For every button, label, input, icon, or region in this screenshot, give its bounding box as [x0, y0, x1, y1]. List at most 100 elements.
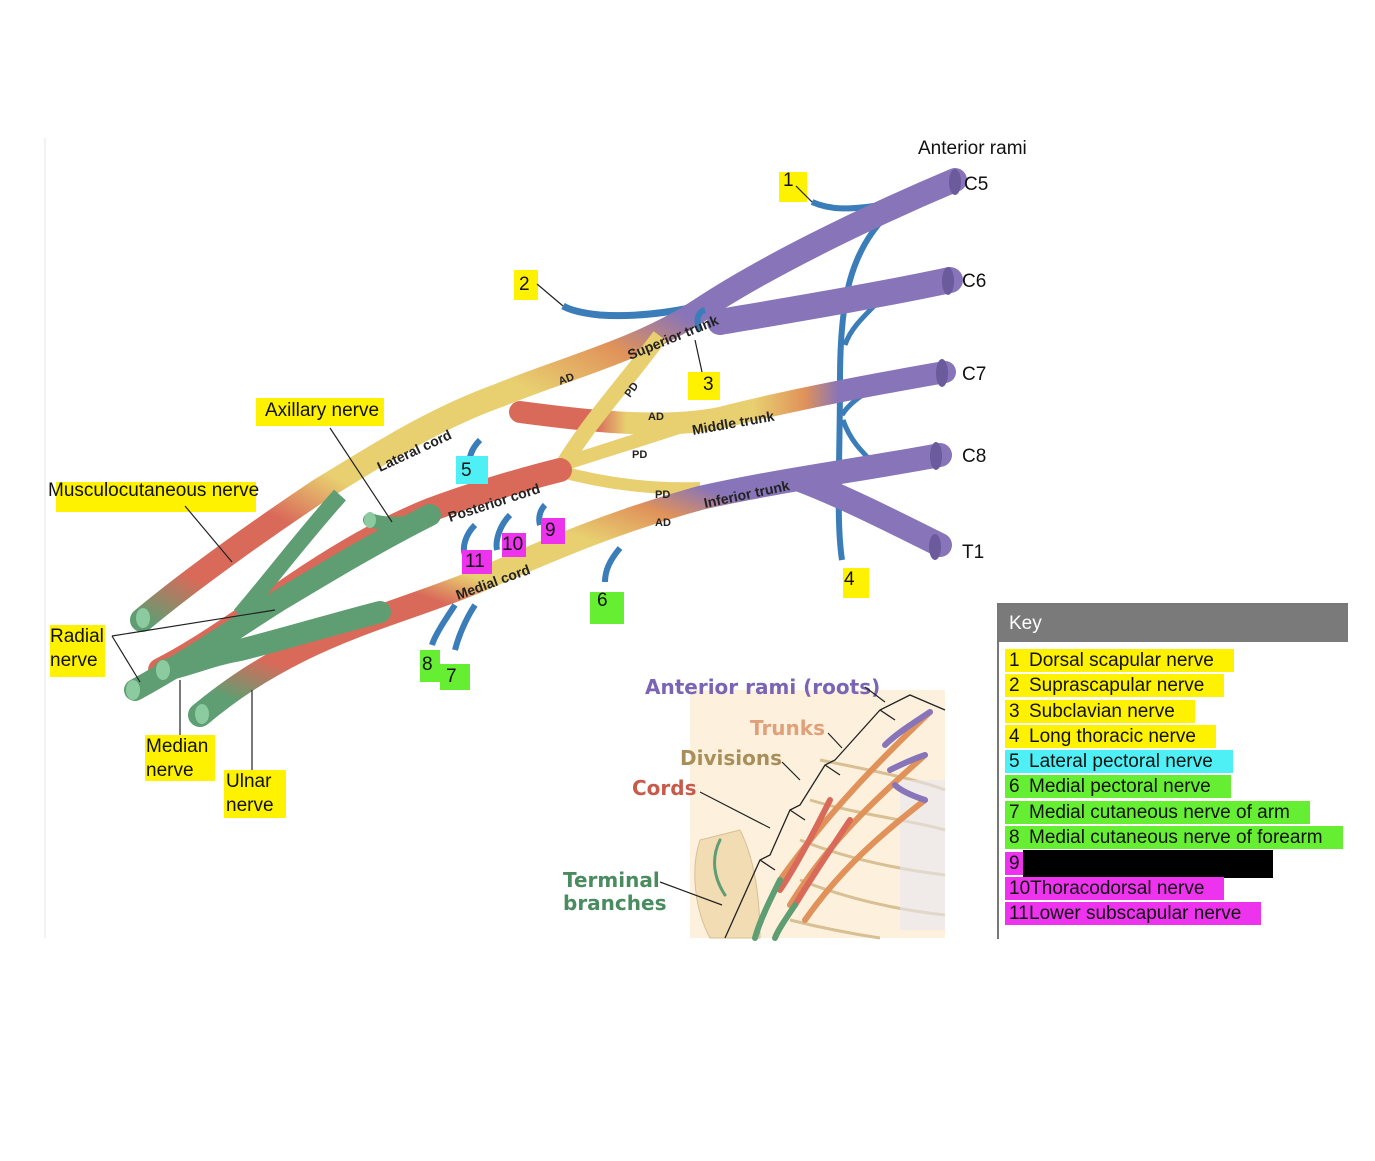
medial-pectoral-nerve: [602, 546, 623, 583]
root-label-c8: C8: [962, 446, 986, 467]
radial-cap: [126, 680, 140, 700]
radial-label-1: Radial: [50, 626, 104, 647]
root-label-c6: C6: [962, 271, 986, 292]
key-item-label: Subclavian nerve: [1029, 700, 1175, 722]
key-item-number: 4: [1009, 725, 1020, 747]
key-item-number: 11: [1009, 902, 1029, 924]
svg-text:6: 6: [597, 590, 608, 611]
marker-3: 3: [688, 339, 720, 400]
pd-label-3: PD: [655, 489, 670, 501]
key-item-label: Medial cutaneous nerve of forearm: [1029, 827, 1323, 849]
subclavian-nerve: [694, 307, 707, 332]
key-item-highlight: 2 Suprascapular nerve: [1005, 674, 1225, 698]
inset-cords-leader: [699, 791, 771, 829]
inset-trunks-leader: [827, 732, 843, 749]
redaction-bar: [1023, 850, 1273, 879]
key-item-number: 9: [1009, 853, 1020, 875]
svg-text:4: 4: [844, 569, 855, 590]
ulnar-label-2: nerve: [226, 795, 274, 816]
median-highlight: [145, 735, 215, 781]
svg-text:10: 10: [502, 534, 523, 555]
ad-label-1: AD: [557, 371, 576, 388]
inset-terminal-label-2: branches: [563, 891, 666, 915]
axillary-label: Axillary nerve: [265, 400, 379, 421]
musculocutaneous-label: Musculocutaneous nerve: [48, 480, 259, 501]
axillary-leader: [329, 427, 393, 523]
anterior-rami-title: Anterior rami: [918, 138, 1027, 159]
thoracodorsal-nerve: [493, 512, 513, 551]
key-item-number: 3: [1009, 700, 1020, 722]
root-c7-cap: [936, 359, 948, 387]
marker-1: 1: [779, 170, 813, 203]
root-c6-cap: [942, 267, 954, 295]
superior-pd-division: [553, 331, 667, 475]
key-item-label: Thoracodorsal nerve: [1030, 877, 1205, 899]
radial-label-2: nerve: [50, 650, 98, 671]
musculocutaneous-leader: [184, 505, 233, 563]
key-item-number: 7: [1009, 801, 1020, 823]
key-item-highlight: 3 Subclavian nerve: [1005, 699, 1195, 723]
inset-divisions-leader: [781, 761, 801, 781]
key-item-highlight: 8 Medial cutaneous nerve of forearm: [1005, 826, 1343, 850]
marker-8: 8: [420, 650, 440, 682]
svg-text:3: 3: [703, 374, 714, 395]
ad-label-3: AD: [655, 517, 671, 529]
medial-cutaneous-arm: [452, 603, 478, 651]
axillary-cap: [364, 512, 376, 528]
root-c8-cap: [930, 442, 942, 470]
inset-roots-leader: [864, 686, 886, 703]
musculocutaneous-cap: [136, 608, 150, 628]
median-lateral-root: [233, 489, 346, 621]
marker-10: 10: [502, 533, 526, 557]
marker-5: 5: [456, 456, 488, 484]
key-title: Key: [999, 605, 1348, 642]
medial-cutaneous-forearm: [429, 603, 458, 646]
inset-roots-label: Anterior rami (roots): [645, 675, 880, 699]
marker-6: 6: [590, 590, 624, 624]
ulnar-highlight: [224, 770, 286, 818]
inset-divisions-label: Divisions: [680, 746, 782, 770]
inset-cords-label: Cords: [632, 776, 697, 800]
inset-trunks-label: Trunks: [750, 716, 825, 740]
inset-spine: [900, 780, 945, 930]
inset-terminal-leader: [659, 881, 723, 906]
key-item: 2 Suprascapular nerve: [1005, 673, 1348, 698]
key-item-number: 8: [1009, 827, 1020, 849]
key-item-label: Dorsal scapular nerve: [1029, 650, 1214, 671]
root-t1-cap: [929, 534, 941, 560]
svg-text:2: 2: [519, 274, 530, 295]
key-item-label: Suprascapular nerve: [1029, 675, 1205, 697]
inset-guide-ticks: [759, 709, 896, 871]
svg-text:11: 11: [465, 551, 485, 572]
root-label-c7: C7: [962, 364, 986, 385]
musculocutaneous-highlight: [56, 482, 256, 512]
axillary-highlight: [256, 398, 384, 426]
median-label-2: nerve: [146, 760, 194, 781]
key-item-number: 2: [1009, 675, 1020, 697]
inset-humerus: [694, 829, 761, 939]
svg-text:5: 5: [461, 460, 472, 481]
marker-7: 7: [440, 664, 470, 690]
svg-text:1: 1: [783, 170, 794, 191]
marker-9: 9: [541, 518, 565, 544]
key-item-highlight: 11Lower subscapular nerve: [1005, 901, 1262, 925]
key-item: 11Lower subscapular nerve: [1005, 901, 1348, 926]
key-item-highlight: 10Thoracodorsal nerve: [1005, 876, 1225, 900]
marker-2: 2: [514, 270, 564, 307]
inset-guide-line: [724, 694, 946, 939]
root-c5-cap: [949, 169, 961, 195]
middle-trunk: [509, 361, 956, 435]
svg-text:7: 7: [446, 666, 457, 687]
key-item-label: Lower subscapular nerve: [1029, 902, 1242, 924]
key-item-number: 5: [1009, 751, 1020, 773]
radial-highlight: [50, 625, 105, 677]
